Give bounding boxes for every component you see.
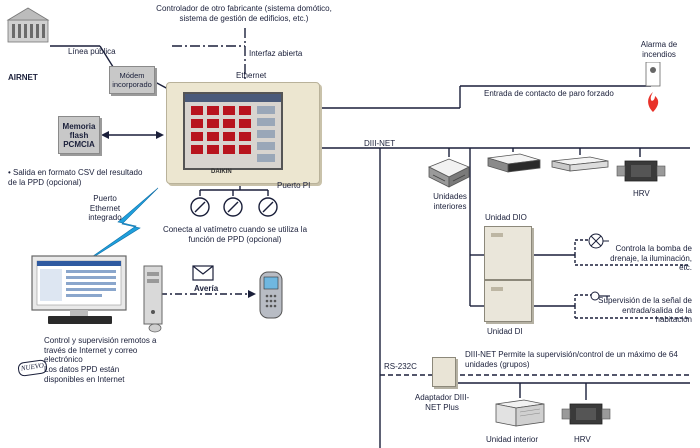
hrv-label: HRV	[633, 189, 650, 198]
modem-label: Módem incorporado	[112, 71, 152, 89]
hrv-icon	[615, 157, 667, 185]
wattmeter-icon	[189, 196, 211, 218]
envelope-icon	[192, 265, 214, 281]
adapter-label: Adaptador DIII-NET Plus	[414, 393, 470, 412]
mouse-icon	[148, 320, 162, 333]
open-interface-label: Interfaz abierta	[249, 49, 303, 58]
rs232c-label: RS-232C	[384, 362, 417, 371]
indoor-units-label: Unidades interiores	[433, 192, 467, 211]
adapter-box	[432, 357, 456, 387]
computer-monitor-icon	[28, 252, 132, 326]
diii-net-plus-note: DIII-NET Permite la supervisión/control …	[465, 350, 678, 369]
indoor-unit-label: Unidad interior	[486, 435, 539, 444]
di-unit-box	[484, 280, 532, 322]
memory-flash-label: Memoria flash PCMCIA	[62, 121, 96, 149]
di-unit-label: Unidad DI	[487, 327, 523, 336]
diii-net-label: DIII-NET	[364, 139, 396, 148]
forced-stop-label: Entrada de contacto de paro forzado	[484, 89, 614, 98]
pi-port-label: Puerto PI	[277, 181, 311, 190]
ceiling-unit-icon	[486, 152, 542, 174]
wattmeter-icon	[257, 196, 279, 218]
pump-icon	[588, 232, 610, 250]
intelligent-controller: DAIKIN	[166, 82, 320, 184]
csv-output-label: • Salida en formato CSV del resultado de…	[8, 168, 143, 187]
memory-flash-box: Memoria flash PCMCIA	[58, 116, 100, 154]
brand-label: DAIKIN	[211, 169, 232, 175]
wattmeter-icon	[222, 196, 244, 218]
modem-box: Módem incorporado	[109, 66, 155, 94]
ethernet-label: Ethernet	[236, 71, 267, 80]
cassette-unit-icon	[425, 157, 471, 189]
wattmeter-note: Conecta al vatímetro cuando se utiliza l…	[162, 225, 308, 244]
building-icon	[6, 6, 50, 44]
airnet-label: AIRNET	[8, 73, 38, 82]
third-party-controller-label: Controlador de otro fabricante (sistema …	[156, 4, 332, 23]
remote-control-label: Control y supervisión remotos a través d…	[44, 336, 157, 364]
signal-supervision-label: Supervisión de la señal de entrada/salid…	[598, 296, 692, 324]
computer-tower-icon	[142, 264, 164, 328]
mobile-phone-icon	[258, 270, 284, 320]
dio-unit-label: Unidad DIO	[485, 213, 527, 222]
controller-screen	[183, 92, 283, 170]
ethernet-port-label: Puerto Ethernet integrado	[88, 194, 122, 222]
hrv-bottom-label: HRV	[574, 435, 591, 444]
breakdown-label: Avería	[194, 284, 219, 293]
fire-alarm-label: Alarma de incendios	[640, 40, 678, 59]
key-icon	[590, 288, 612, 304]
floor-unit-icon	[494, 398, 546, 428]
public-line-label: Línea pública	[68, 47, 116, 56]
fire-alarm-icon	[640, 61, 666, 114]
ppd-internet-label: Los datos PPD están disponibles en Inter…	[44, 365, 125, 384]
ceiling-suspended-unit-icon	[550, 155, 610, 175]
hrv-bottom-icon	[560, 400, 612, 428]
drain-control-label: Controla la bomba de drenaje, la ilumina…	[610, 244, 692, 272]
dio-unit-box	[484, 226, 532, 280]
